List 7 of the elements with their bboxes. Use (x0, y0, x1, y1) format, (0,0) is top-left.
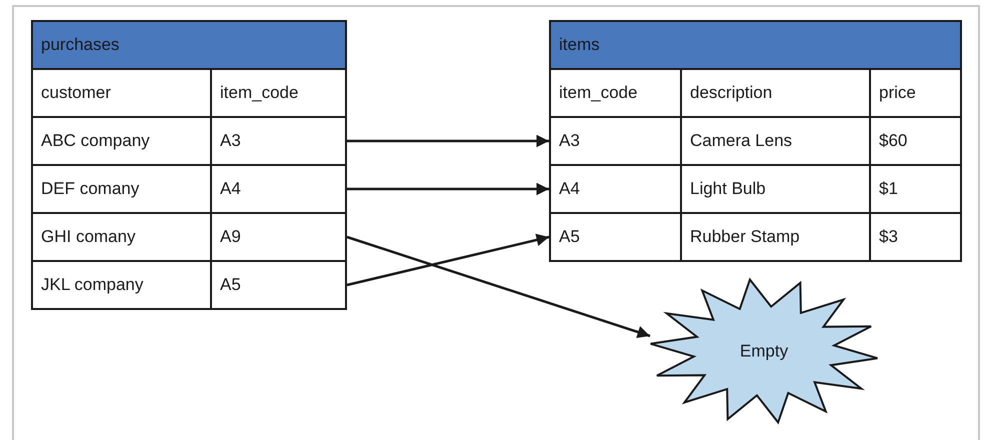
arrow (346, 236, 650, 338)
arrow (347, 182, 549, 196)
arrow (347, 134, 549, 148)
table-header: purchases (31, 20, 347, 70)
starburst-label: Empty (740, 340, 788, 362)
arrow (346, 234, 550, 286)
table-header: items (549, 20, 962, 70)
